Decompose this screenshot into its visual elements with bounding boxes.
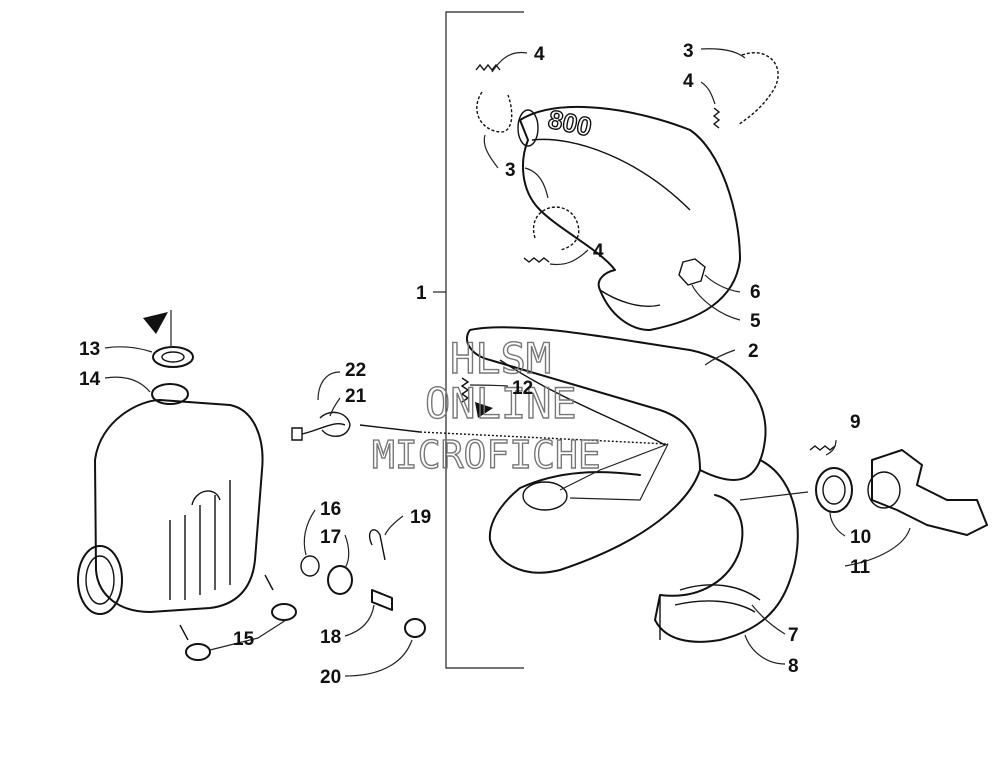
silencer [77,346,264,615]
manifold-assembly [809,445,988,536]
watermark-line2: ONLINE [425,379,577,428]
callout-4-middle: 4 [593,241,604,262]
callout-9: 9 [850,412,861,433]
expansion-chamber [465,326,799,643]
callout-1: 1 [416,283,427,304]
springs-and-clamps-upper [475,52,779,263]
callout-3-middle: 3 [505,160,516,181]
callout-19: 19 [410,507,431,528]
watermark-line1: HLSM [450,334,551,383]
leader-lines [104,48,911,677]
callout-14: 14 [79,369,101,390]
watermark-line3: MICROFICHE [372,433,601,477]
callout-13: 13 [79,339,100,360]
callout-11: 11 [850,557,871,578]
callout-labels: 1 2 3 3 4 4 4 5 6 7 8 9 10 11 12 13 14 1… [79,41,871,688]
callout-16: 16 [320,499,341,520]
callout-10: 10 [850,527,871,548]
callout-8: 8 [788,656,799,677]
callout-7: 7 [788,625,799,646]
callout-6: 6 [750,282,761,303]
callout-12: 12 [512,378,533,399]
callout-20: 20 [320,667,341,688]
watermark: HLSM ONLINE MICROFICHE [371,333,601,477]
callout-17: 17 [320,527,341,548]
assembly-bracket [433,11,524,669]
hardware-parts [179,377,669,661]
triangle-marker-icon [475,402,493,418]
callout-21: 21 [345,386,367,407]
pipe-marking-800: 800 [546,104,595,142]
callout-22: 22 [345,360,366,381]
callout-4-top-left: 4 [534,44,545,65]
indicator-arrows [143,310,493,418]
callout-4-top-right: 4 [683,71,694,92]
callout-3-upper: 3 [683,41,694,62]
callout-15: 15 [233,629,255,650]
callout-2: 2 [748,341,759,362]
callout-18: 18 [320,627,341,648]
callout-5: 5 [750,311,761,332]
triangle-marker-icon [143,312,168,334]
heat-shield: 800 [517,103,741,331]
